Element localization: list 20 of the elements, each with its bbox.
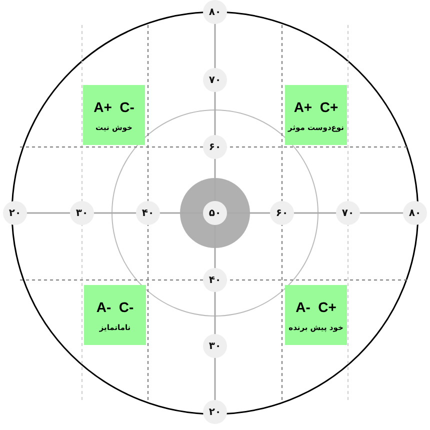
quadrant-heading: A- C+ — [296, 298, 336, 314]
axis-tick-label: ۸۰ — [203, 0, 227, 24]
quadrant-card — [285, 85, 347, 145]
quadrant-heading: A+ C- — [94, 98, 134, 114]
axis-tick-label: ۲۰ — [3, 201, 27, 225]
quadrant-card — [83, 85, 145, 145]
quadrant-heading: A+ C+ — [294, 98, 338, 114]
axis-tick-label: ۶۰ — [270, 201, 294, 225]
axis-tick-label: ۴۰ — [136, 201, 160, 225]
quadrant-heading: A- C- — [96, 298, 134, 314]
axis-tick-label: ۶۰ — [203, 135, 227, 159]
quadrant-card — [84, 285, 146, 345]
axis-tick-label: ۳۰ — [70, 201, 94, 225]
axis-tick-label: ۸۰ — [403, 201, 427, 225]
axis-tick-label: ۴۰ — [203, 268, 227, 292]
axis-tick-label: ۷۰ — [336, 201, 360, 225]
axis-tick-label: ۷۰ — [203, 68, 227, 92]
axis-tick-label: ۳۰ — [203, 334, 227, 358]
axis-tick-label: ۲۰ — [203, 400, 227, 424]
quadrant-card — [285, 285, 347, 345]
